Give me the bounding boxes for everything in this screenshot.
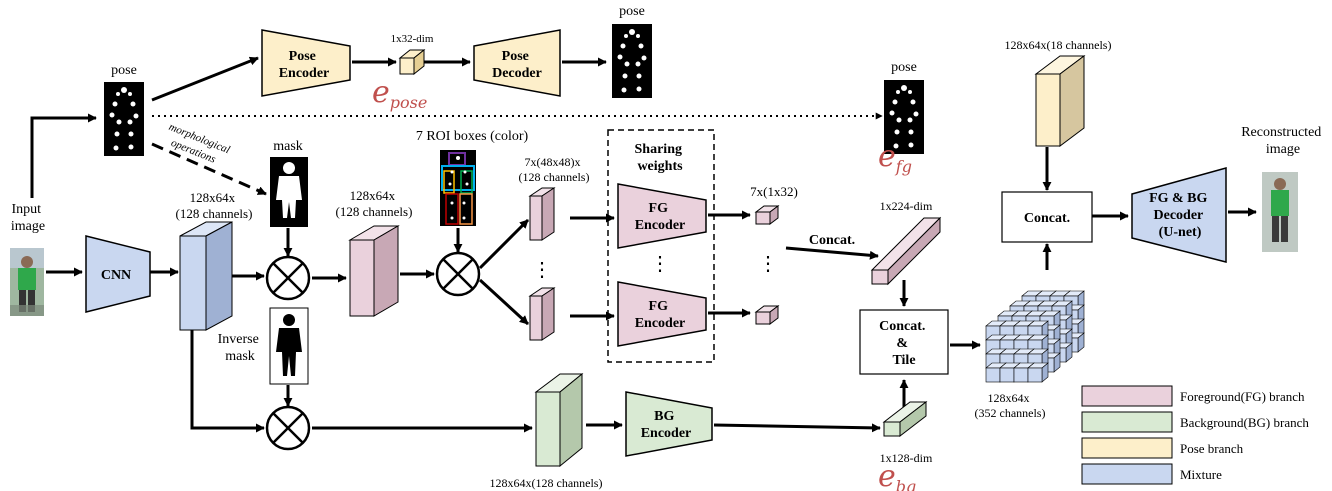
masked-feature-map: 128x64x (128 channels) [336,188,413,317]
svg-text:Pose Decoder: Pose Decoder [492,49,542,81]
fg-cube-bottom [754,305,780,325]
inverse-mask: Inverse mask [218,307,309,385]
arrow-feat-to-mult3 [190,330,265,433]
fg-cube-dots: ⋮ [758,253,778,275]
pose-label-right: pose [891,60,917,75]
inverse-mask-label: Inverse mask [218,332,263,364]
concat-arrow-label: Concat. [809,233,855,248]
svg-text:Concat. & Tile: Concat. & Tile [879,319,929,368]
fg-bg-decoder: FG & BG Decoder (U-net) [1131,167,1227,263]
legend-swatch-mixture [1081,463,1173,485]
legend-swatch-bg [1081,411,1173,433]
arrow-morphological [151,142,267,196]
legend-label-mixture: Mixture [1180,467,1222,482]
pose-label-decoded: pose [619,4,645,19]
cnn-feature-map: 128x64x (128 channels) [176,190,253,331]
tiled-feature-grid [985,290,1085,383]
legend: Foreground(FG) branch Background(BG) bra… [1081,385,1309,485]
roi-boxes: 7 ROI boxes (color) [416,129,529,226]
multiply-op-1 [265,255,311,301]
fg-embedding-bar [870,216,942,286]
fg-encoder-bottom: FG Encoder [617,281,707,347]
roi-feature-bottom [528,287,556,341]
e-fg-label: efg [878,139,912,176]
pose-map-decoded: pose [612,4,652,98]
reconstructed-image: Reconstructed image [1241,125,1325,252]
pose-encoder: Pose Encoder [261,29,351,97]
input-image: Input image [10,202,45,316]
fg-out-label: 7x(1x32) [750,184,798,199]
bg-feature-map: 128x64x(128 channels) [490,372,603,490]
fg-encoder-dots: ⋮ [650,253,670,275]
concat-box: Concat. [1001,191,1093,243]
arrow-mult2-to-roi-bottom [478,278,530,326]
input-image-label: Input image [11,202,45,234]
multiply-op-2 [435,251,481,297]
pose-dim-label: 1x32-dim [391,33,434,45]
arrow-bgenc-to-ebg [713,423,881,433]
fg-encoder-top: FG Encoder [617,183,707,249]
svg-text:FG Encoder: FG Encoder [635,201,686,233]
reconstructed-label: Reconstructed image [1241,125,1325,157]
pose-map-input: pose [104,63,144,156]
svg-text:FG Encoder: FG Encoder [635,299,686,331]
fg-dim-label: 1x224-dim [880,199,933,213]
roi-dots: ⋮ [532,259,552,281]
roi-boxes-label: 7 ROI boxes (color) [416,129,529,144]
cnn-label: CNN [101,268,131,283]
tiled-feature-label: 128x64x (352 channels) [975,391,1046,420]
cnn-block: CNN [85,235,151,313]
pose-embedding-cube: 1x32-dim [391,33,434,76]
concat-box-label: Concat. [1024,211,1070,226]
connectors [30,56,1257,433]
arrow-mult2-to-roi-top [478,218,530,270]
bg-encoder: BG Encoder [625,391,713,457]
e-bg-label: ebg [878,459,916,491]
pose-feature-label: 128x64x(18 channels) [1005,38,1112,52]
legend-label-fg: Foreground(FG) branch [1180,389,1305,404]
svg-text:Sharing weights: Sharing weights [635,142,686,174]
fg-cube-top [754,205,780,225]
svg-text:Pose Encoder: Pose Encoder [279,49,330,81]
bg-dim-label: 1x128-dim [880,451,933,465]
arrow-input-to-pose [30,113,97,198]
pose-decoder: Pose Decoder [473,29,561,97]
pose-label-top: pose [111,63,137,78]
concat-tile-box: Concat. & Tile [859,309,949,375]
roi-feature-label: 7x(48x48)x (128 channels) [519,155,590,184]
arrow-concat-to-efg [785,246,879,260]
arrow-pose-to-encoder [151,56,259,102]
masked-feature-label: 128x64x (128 channels) [336,188,413,219]
bg-embedding-bar [882,400,928,438]
legend-swatch-fg [1081,385,1173,407]
sharing-weights-box: Sharing weights [607,129,715,363]
bg-feature-label: 128x64x(128 channels) [490,476,603,490]
svg-text:FG & BG Decoder (U: FG & BG Decoder (U-net) [1149,191,1211,240]
pose-map-right: pose [884,60,924,154]
pose-feature-map [1034,55,1086,147]
cnn-feature-label: 128x64x (128 channels) [176,190,253,221]
mask: mask [270,139,308,227]
multiply-op-3 [265,405,311,451]
e-pose-label: epose [372,75,427,112]
roi-feature-top: 7x(48x48)x (128 channels) [519,155,590,241]
legend-label-pose: Pose branch [1180,441,1244,456]
legend-label-bg: Background(BG) branch [1180,415,1309,430]
legend-swatch-pose [1081,437,1173,459]
tile-cube [1027,362,1049,383]
svg-text:BG Encoder: BG Encoder [641,409,692,441]
mask-label: mask [273,139,303,154]
